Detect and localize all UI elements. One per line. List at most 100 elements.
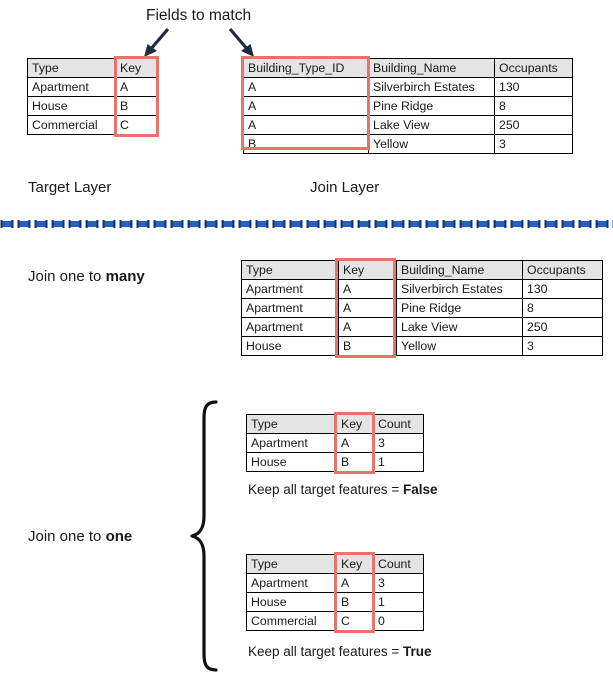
table-row: Commercial C 0 bbox=[246, 611, 424, 631]
column-header: Occupants bbox=[522, 260, 603, 280]
column-header: Key bbox=[336, 414, 374, 434]
cell-key: A bbox=[336, 433, 374, 453]
cell-building-name: Yellow bbox=[396, 336, 523, 356]
column-header: Key bbox=[338, 260, 397, 280]
target-layer-table: Type Key Apartment A House B Commercial … bbox=[27, 58, 158, 135]
join-one-to-many-label: Join one to many bbox=[28, 269, 145, 284]
cell-count: 3 bbox=[373, 433, 424, 453]
table-row: Apartment A Silverbirch Estates 130 bbox=[241, 279, 603, 299]
cell-occupants: 250 bbox=[494, 115, 573, 135]
table-row: B Yellow 3 bbox=[243, 134, 573, 154]
table-header-row: Building_Type_ID Building_Name Occupants bbox=[243, 58, 573, 78]
cell-key: A bbox=[338, 298, 397, 318]
table-row: Commercial C bbox=[27, 115, 158, 135]
cell-building-name: Lake View bbox=[396, 317, 523, 337]
table-row: Apartment A Lake View 250 bbox=[241, 317, 603, 337]
cell-type: House bbox=[241, 336, 339, 356]
column-header: Building_Type_ID bbox=[243, 58, 369, 78]
cell-building-name: Yellow bbox=[368, 134, 495, 154]
cell-building-name: Silverbirch Estates bbox=[396, 279, 523, 299]
cell-building-name: Silverbirch Estates bbox=[368, 77, 495, 97]
column-header: Count bbox=[373, 554, 424, 574]
cell-key: B bbox=[115, 96, 158, 116]
table-header-row: Type Key bbox=[27, 58, 158, 78]
cell-key: B bbox=[336, 452, 374, 472]
column-header: Building_Name bbox=[368, 58, 495, 78]
cell-key: A bbox=[115, 77, 158, 97]
one-to-one-false-table: Type Key Count Apartment A 3 House B 1 bbox=[246, 414, 424, 472]
join-one-to-one-prefix: Join one to bbox=[28, 528, 106, 545]
column-header: Key bbox=[336, 554, 374, 574]
fields-to-match-label: Fields to match bbox=[146, 7, 252, 24]
cell-occupants: 8 bbox=[522, 298, 603, 318]
cell-type: Apartment bbox=[241, 298, 339, 318]
cell-key: A bbox=[338, 317, 397, 337]
table-row: House B Yellow 3 bbox=[241, 336, 603, 356]
keep-all-prefix: Keep all target features = bbox=[248, 644, 403, 659]
cell-building-name: Pine Ridge bbox=[396, 298, 523, 318]
cell-occupants: 130 bbox=[522, 279, 603, 299]
keep-all-prefix: Keep all target features = bbox=[248, 482, 403, 497]
keep-all-value: True bbox=[402, 644, 432, 659]
cell-key: B bbox=[338, 336, 397, 356]
cell-key: A bbox=[338, 279, 397, 299]
cell-type: Apartment bbox=[241, 279, 339, 299]
keep-all-true-caption: Keep all target features = True bbox=[248, 645, 432, 659]
cell-building-type-id: A bbox=[243, 115, 369, 135]
table-row: House B bbox=[27, 96, 158, 116]
target-layer-caption: Target Layer bbox=[28, 179, 112, 196]
table-row: A Pine Ridge 8 bbox=[243, 96, 573, 116]
cell-type: Commercial bbox=[246, 611, 337, 631]
join-one-to-many-emphasis: many bbox=[105, 268, 145, 285]
cell-building-type-id: A bbox=[243, 96, 369, 116]
table-header-row: Type Key Count bbox=[246, 414, 424, 434]
cell-type: Apartment bbox=[246, 573, 337, 593]
cell-count: 3 bbox=[373, 573, 424, 593]
table-row: Apartment A 3 bbox=[246, 573, 424, 593]
join-one-to-one-label: Join one to one bbox=[28, 529, 132, 544]
cell-key: A bbox=[336, 573, 374, 593]
column-header: Type bbox=[246, 554, 337, 574]
table-row: Apartment A Pine Ridge 8 bbox=[241, 298, 603, 318]
cell-type: Apartment bbox=[27, 77, 116, 97]
table-row: House B 1 bbox=[246, 592, 424, 612]
table-row: A Lake View 250 bbox=[243, 115, 573, 135]
join-one-to-one-emphasis: one bbox=[105, 528, 133, 545]
table-header-row: Type Key Count bbox=[246, 554, 424, 574]
table-row: Apartment A bbox=[27, 77, 158, 97]
cell-building-name: Pine Ridge bbox=[368, 96, 495, 116]
cell-key: B bbox=[336, 592, 374, 612]
cell-type: Commercial bbox=[27, 115, 116, 135]
table-header-row: Type Key Building_Name Occupants bbox=[241, 260, 603, 280]
table-row: Apartment A 3 bbox=[246, 433, 424, 453]
one-to-one-true-table: Type Key Count Apartment A 3 House B 1 C… bbox=[246, 554, 424, 631]
one-to-many-result-table: Type Key Building_Name Occupants Apartme… bbox=[241, 260, 603, 356]
cell-count: 0 bbox=[373, 611, 424, 631]
column-header: Count bbox=[373, 414, 424, 434]
arrow-down-right-icon bbox=[228, 27, 254, 57]
keep-all-false-caption: Keep all target features = False bbox=[248, 483, 438, 497]
column-header: Type bbox=[246, 414, 337, 434]
cell-key: C bbox=[336, 611, 374, 631]
column-header: Type bbox=[27, 58, 116, 78]
cell-occupants: 8 bbox=[494, 96, 573, 116]
cell-building-name: Lake View bbox=[368, 115, 495, 135]
cell-occupants: 250 bbox=[522, 317, 603, 337]
cell-count: 1 bbox=[373, 452, 424, 472]
cell-building-type-id: B bbox=[243, 134, 369, 154]
join-layer-caption: Join Layer bbox=[310, 179, 380, 196]
cell-count: 1 bbox=[373, 592, 424, 612]
arrow-down-left-icon bbox=[144, 27, 170, 57]
cell-type: House bbox=[27, 96, 116, 116]
cell-building-type-id: A bbox=[243, 77, 369, 97]
cell-type: Apartment bbox=[246, 433, 337, 453]
cell-type: House bbox=[246, 592, 337, 612]
cell-type: Apartment bbox=[241, 317, 339, 337]
cell-type: House bbox=[246, 452, 337, 472]
join-one-to-many-prefix: Join one to bbox=[28, 268, 106, 285]
cell-key: C bbox=[115, 115, 158, 135]
cell-occupants: 3 bbox=[522, 336, 603, 356]
join-layer-table: Building_Type_ID Building_Name Occupants… bbox=[243, 58, 573, 154]
column-header: Key bbox=[115, 58, 158, 78]
